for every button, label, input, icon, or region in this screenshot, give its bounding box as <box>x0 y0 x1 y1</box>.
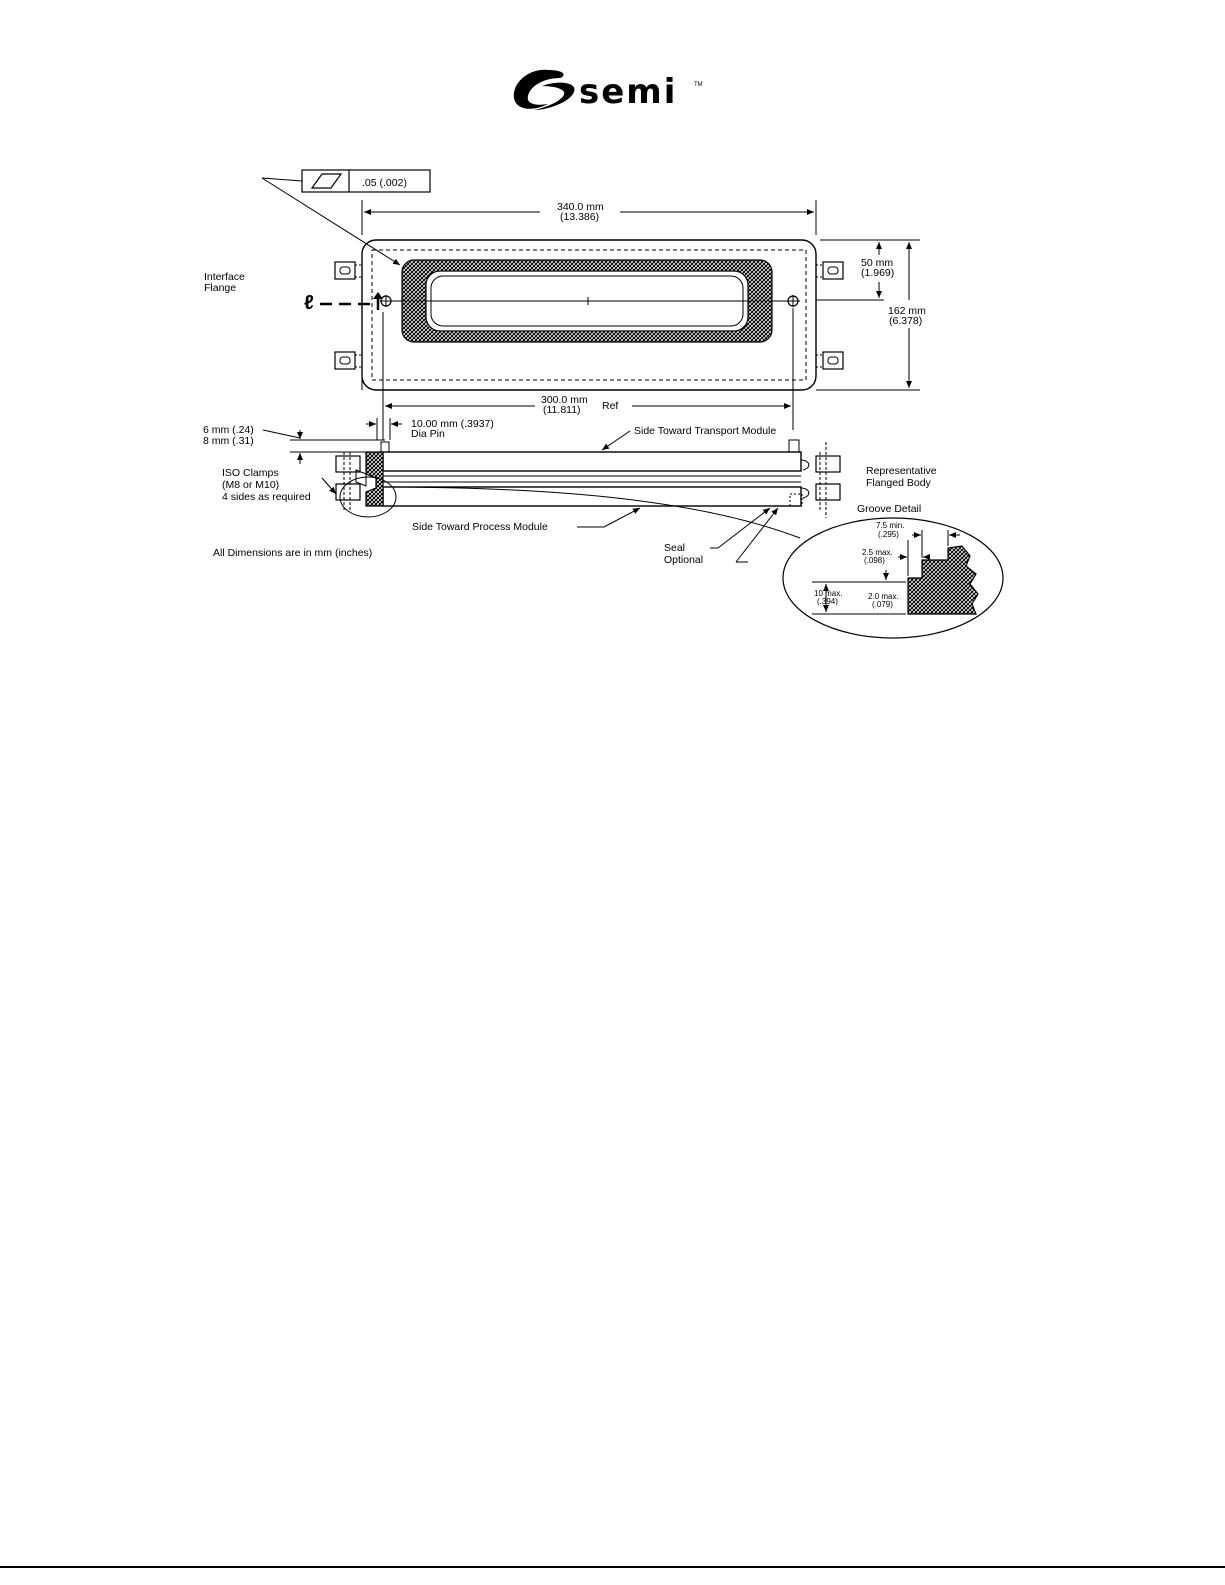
representative-label-2: Flanged Body <box>866 477 932 489</box>
flange-side-view <box>335 439 841 539</box>
groove-dim-2b: (.098) <box>864 556 885 565</box>
groove-dim-3b: (.394) <box>817 597 838 606</box>
groove-detail: Groove Detail 7.5 min. (.295) 2.5 max. (… <box>782 503 1004 639</box>
interface-flange-label-2: Flange <box>204 282 236 294</box>
dim-162-in: (6.378) <box>889 315 922 327</box>
dim-300-in: (11.811) <box>543 404 581 416</box>
iso-clamp-right-icon <box>800 442 841 518</box>
pin-hole-right-icon <box>787 295 799 307</box>
groove-dim-2a: 2.5 max. <box>862 548 893 557</box>
centerline-arrow-icon <box>373 292 383 310</box>
representative-label-1: Representative <box>866 465 937 477</box>
logo-trademark: TM <box>694 82 703 88</box>
tolerance-value: .05 (.002) <box>362 177 407 189</box>
seal-label-2: Optional <box>664 554 703 566</box>
centerline-symbol: ℓ <box>304 292 314 314</box>
dim-340-in: (13.386) <box>560 211 599 223</box>
dim-340: 340.0 mm (13.386) <box>361 200 817 235</box>
dim-162-mm: 162 mm <box>888 305 926 317</box>
iso-clamps-label-1: ISO Clamps <box>222 467 279 479</box>
clamp-tab-top-left <box>334 261 362 280</box>
semi-logo: semi TM <box>513 69 703 112</box>
groove-dim-4a: 2.0 max. <box>868 592 899 601</box>
footer-rule <box>0 1566 1225 1568</box>
flatness-tolerance-frame: .05 (.002) <box>261 169 431 266</box>
pin-dim-label-1: 10.00 mm (.3937) <box>411 418 494 430</box>
dim-300-mm: 300.0 mm <box>541 394 588 406</box>
dim-340-mm: 340.0 mm <box>557 201 604 213</box>
groove-dim-1a: 7.5 min. <box>876 521 904 530</box>
clamp-tab-top-right <box>816 261 844 280</box>
groove-detail-title: Groove Detail <box>857 503 921 515</box>
dim-300: 300.0 mm (11.811) Ref <box>382 308 794 440</box>
iso-clamp-left-icon <box>335 452 361 510</box>
pin-dim-label-2: Dia Pin <box>411 428 445 440</box>
iso-clamps-label-2: (M8 or M10) <box>222 479 279 491</box>
dim-50-mm: 50 mm <box>861 257 893 269</box>
flange-top-view: ℓ <box>304 239 844 391</box>
flatness-parallelogram-icon <box>310 173 343 189</box>
iso-clamps-label-3: 4 sides as required <box>222 491 311 503</box>
dim-6mm: 6 mm (.24) <box>203 424 254 436</box>
interface-flange-label-1: Interface <box>204 271 245 283</box>
all-dimensions-note: All Dimensions are in mm (inches) <box>213 547 372 559</box>
groove-dim-3a: 10 max. <box>814 589 842 598</box>
dim-pin: 10.00 mm (.3937) Dia Pin <box>366 418 494 440</box>
groove-dim-4b: (.079) <box>872 600 893 609</box>
transport-side-label: Side Toward Transport Module <box>634 425 776 437</box>
dim-vertical-right: 50 mm (1.969) 162 mm (6.378) <box>816 239 926 391</box>
dim-8mm: 8 mm (.31) <box>203 435 254 447</box>
dim-300-ref: Ref <box>602 400 618 412</box>
seal-label-1: Seal <box>664 542 685 554</box>
clamp-tab-bottom-left <box>334 351 362 370</box>
groove-dim-1b: (.295) <box>878 530 899 539</box>
dim-6-8: 6 mm (.24) 8 mm (.31) <box>203 424 385 464</box>
pin-hole-left-icon <box>380 295 392 307</box>
semi-swoosh-icon <box>513 69 575 110</box>
dim-50-in: (1.969) <box>861 267 894 279</box>
clamp-tab-bottom-right <box>816 351 844 370</box>
logo-wordmark: semi <box>579 72 677 112</box>
process-side-label: Side Toward Process Module <box>412 521 548 533</box>
